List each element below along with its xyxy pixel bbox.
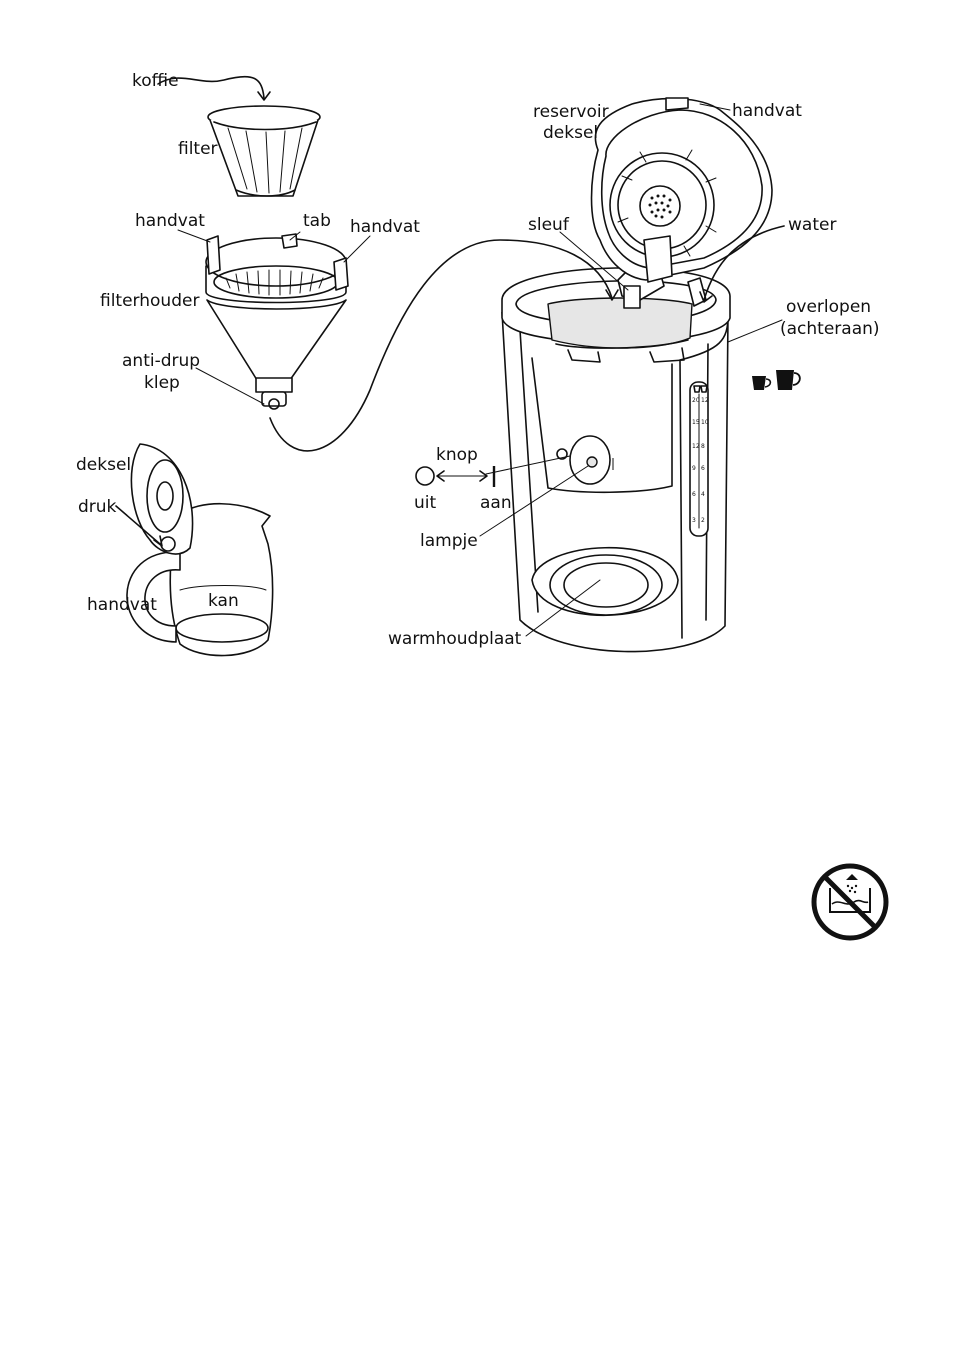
label-lampje: lampje: [420, 531, 478, 551]
label-water: water: [788, 215, 836, 235]
label-knop: knop: [436, 445, 478, 465]
label-reservoir: reservoir: [533, 102, 609, 122]
label-filter: filter: [178, 139, 218, 159]
gauge-mark-4-left: 3: [692, 517, 696, 524]
label-achteraan: (achteraan): [780, 319, 880, 339]
coffee-maker-illustration: [502, 268, 730, 652]
label-overlopen: overlopen: [786, 297, 871, 317]
label-tab: tab: [303, 211, 331, 231]
label-sleuf: sleuf: [528, 215, 570, 235]
reservoir-lid-illustration: [592, 98, 773, 282]
gauge-top-left: 20: [692, 397, 700, 404]
label-handvat-left: handvat: [135, 211, 205, 231]
gauge-top-right: 12: [701, 397, 709, 404]
jug-illustration: [127, 444, 273, 656]
label-aan: aan: [480, 493, 512, 513]
label-handvat-jug: handvat: [87, 595, 157, 615]
large-cup-icon: [776, 370, 800, 390]
gauge-mark-1-left: 12: [692, 443, 700, 450]
off-circle-symbol: [416, 467, 434, 485]
label-reservoir-deksel: deksel: [543, 123, 598, 143]
filter-illustration: [208, 106, 320, 196]
gauge-mark-0-left: 15: [692, 419, 700, 426]
label-kan: kan: [208, 591, 239, 611]
small-cup-icon: [752, 376, 770, 390]
label-uit: uit: [414, 493, 436, 513]
label-druk: druk: [78, 497, 117, 517]
gauge-mark-4-right: 2: [701, 517, 705, 524]
label-koffie: koffie: [132, 71, 179, 91]
gauge-mark-2-right: 6: [701, 465, 705, 472]
gauge-mark-2-left: 9: [692, 465, 696, 472]
gauge-mark-0-right: 10: [701, 419, 709, 426]
label-handvat-top: handvat: [732, 101, 802, 121]
gauge-mark-1-right: 8: [701, 443, 705, 450]
label-anti-drup: anti-drup: [122, 351, 200, 371]
gauge-mark-3-left: 6: [692, 491, 696, 498]
label-warmhoudplaat: warmhoudplaat: [388, 629, 522, 649]
label-deksel: deksel: [76, 455, 131, 475]
no-water-immersion-icon: [814, 866, 886, 938]
filter-holder-illustration: [206, 234, 348, 409]
label-klep: klep: [144, 373, 180, 393]
gauge-mark-3-right: 4: [701, 491, 705, 498]
label-handvat-right: handvat: [350, 217, 420, 237]
label-filterhouder: filterhouder: [100, 291, 199, 311]
